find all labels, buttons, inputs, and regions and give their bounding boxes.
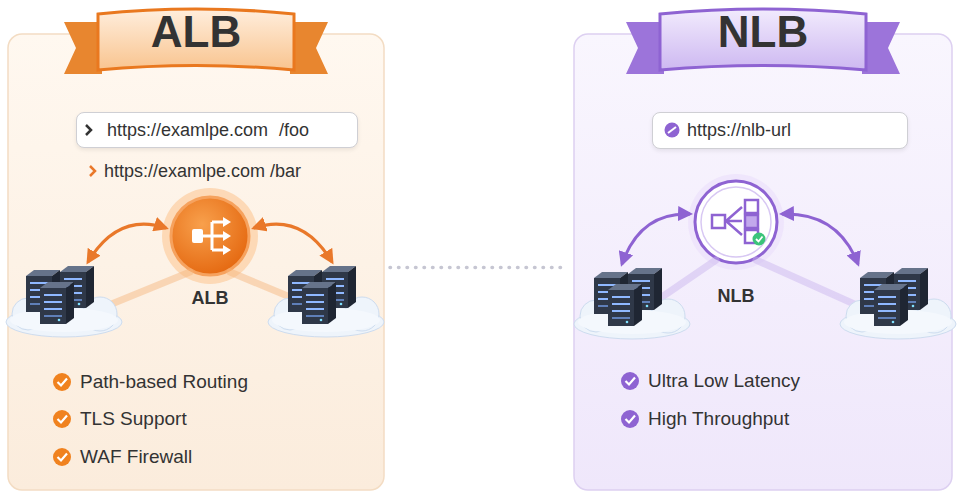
traffic-arrow [88,224,166,262]
chevron [90,166,95,176]
check-icon [53,410,71,428]
icon-part [745,230,758,243]
check-icon [621,410,639,428]
check-icon [53,373,71,391]
panel-band: NLBhttps://nlb-urlNLB [572,4,954,492]
icon-part [726,207,742,235]
check-icon [58,454,68,461]
traffic-arrow [782,214,858,264]
panel-title: ALB [98,4,294,60]
icon-part [753,233,766,246]
light-beam [92,272,190,312]
icon-part [223,217,231,255]
traffic-arrow [622,214,690,264]
server-cluster [268,266,384,337]
hub-glow [162,188,258,284]
url-text: https://nlb-url [653,113,791,147]
traffic-arrow [254,224,332,262]
ribbon-tail [862,22,900,74]
hub-glow [688,174,784,270]
hub-label: ALB [158,288,262,309]
check-icon [53,448,71,466]
ribbon-tail [626,22,664,74]
icon-part [745,215,758,228]
icon-part [192,229,203,243]
link-icon [668,127,676,133]
url-markers [86,123,680,177]
server-cluster [840,268,956,339]
alb-beams [92,272,326,312]
panel-band: ALBhttps://examlpe.com /fooALB [6,4,386,492]
link-icon [665,123,680,138]
check-icon [626,416,636,423]
panel-card [574,34,952,490]
light-beam [640,260,716,312]
icon-part [745,200,758,213]
icon-part [756,237,763,242]
check-icon [621,372,639,390]
icon-part [203,222,224,250]
url-box: https://nlb-url [652,112,908,149]
ribbon-tail [290,22,328,74]
url-box: https://examlpe.com /foo [76,112,358,148]
ribbon-tail [64,22,102,74]
chevron [86,125,91,135]
url-text: https://examlpe.com /foo [77,113,309,147]
nlb-arrows [622,214,858,264]
check-icon [626,378,636,385]
hub-label: NLB [684,286,788,307]
icon-part [712,215,725,228]
check-icon [58,416,68,423]
panel-card [8,34,384,490]
hub-core [695,181,777,263]
panel-title: NLB [660,4,866,60]
hub-core [171,197,249,275]
server-cluster [574,268,690,339]
dotted-connector [390,266,568,270]
nlb-icon [712,200,766,246]
check-icon [58,379,68,386]
alb-icon [192,217,231,255]
load-balancer-node: ALB [158,192,262,314]
light-beam [756,260,872,312]
light-beam [230,272,326,312]
alb-arrows [88,224,332,262]
nlb-beams [640,260,872,312]
hub-ring [701,187,771,257]
alb-checks [53,373,71,466]
nlb-checks [621,372,639,428]
server-cluster [6,266,122,337]
load-balancer-node: NLB [684,176,788,312]
